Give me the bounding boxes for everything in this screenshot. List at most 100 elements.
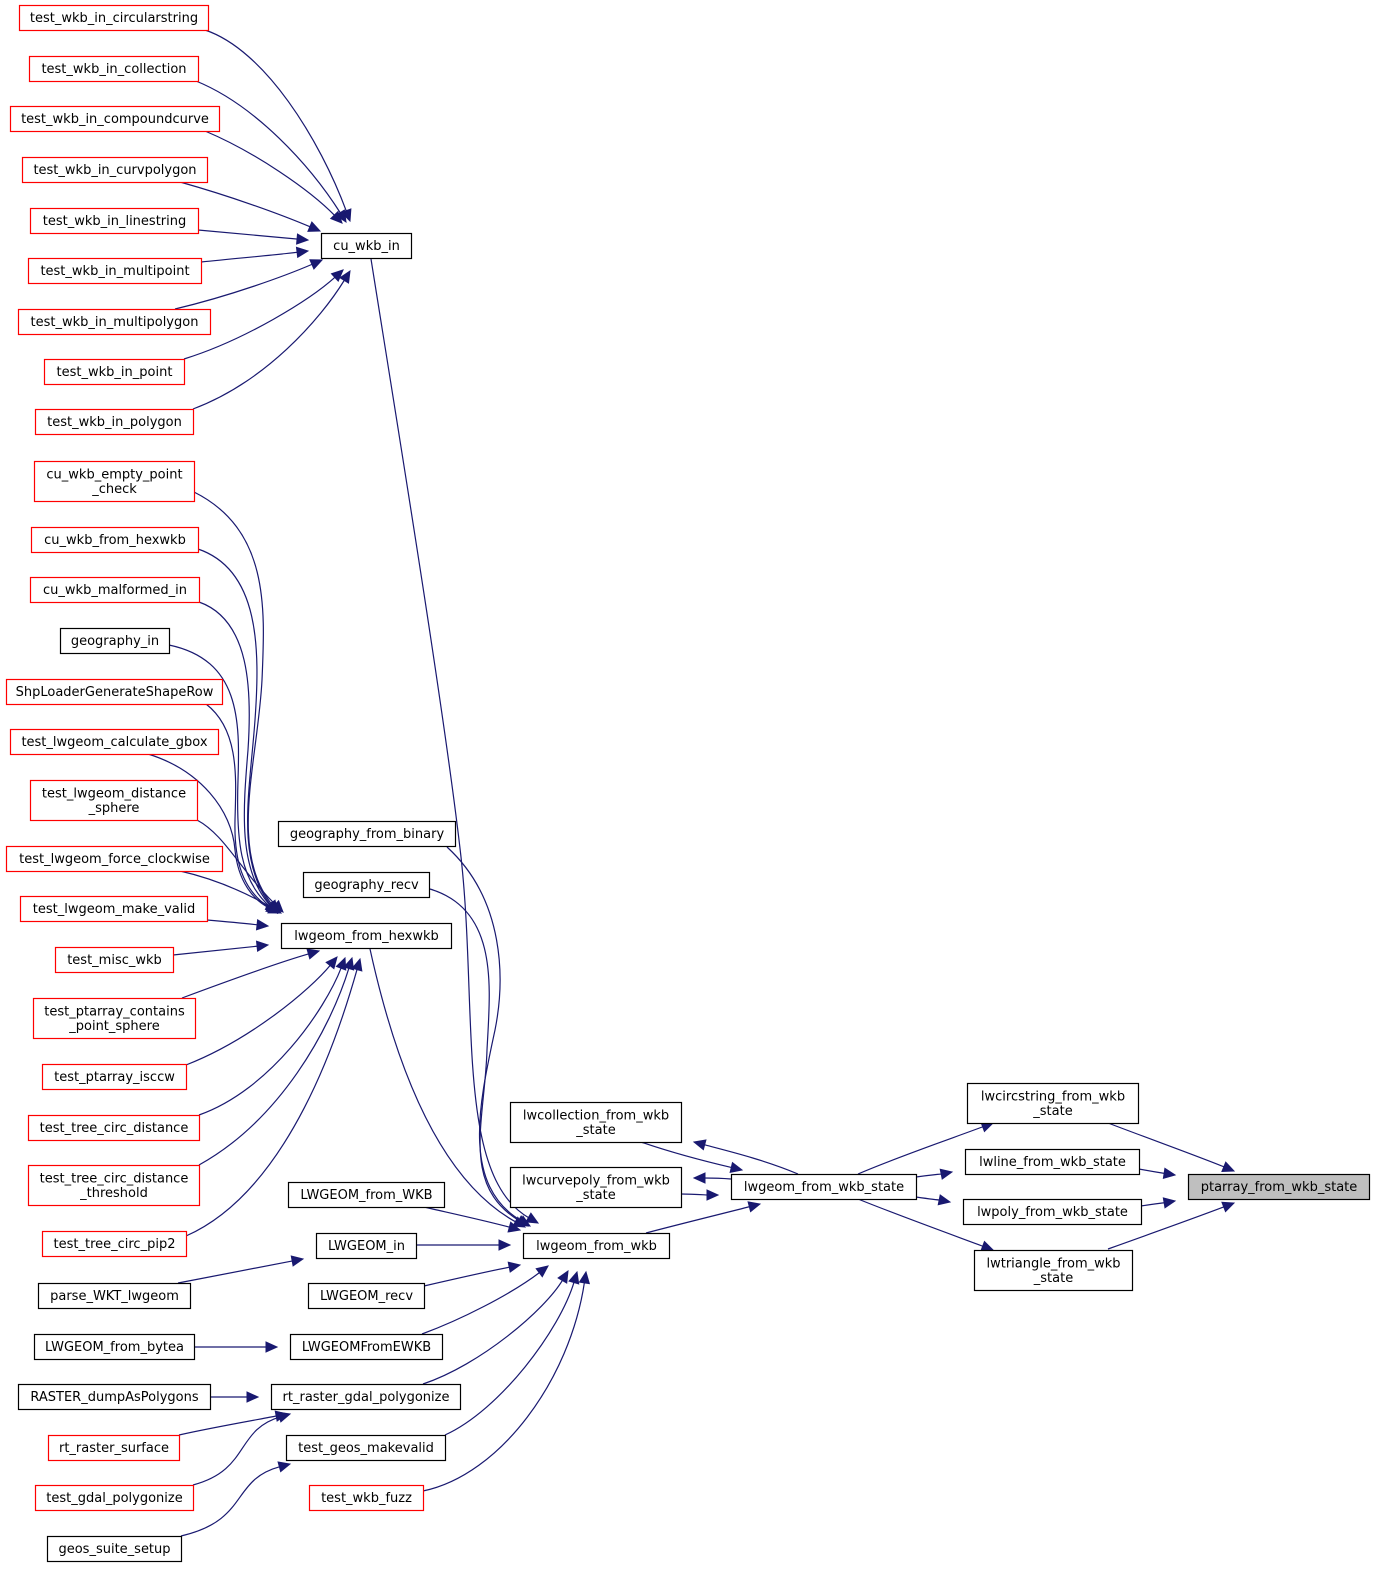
node-box[interactable]: [30, 526, 200, 554]
node-box[interactable]: [32, 997, 197, 1040]
node-lwcircstring_from_wkb_state[interactable]: lwcircstring_from_wkb_state: [966, 1082, 1140, 1125]
node-box[interactable]: [29, 576, 201, 604]
node-geography_from_binary[interactable]: geography_from_binary: [277, 820, 457, 848]
node-test_wkb_in_compoundcurve[interactable]: test_wkb_in_compoundcurve: [9, 105, 221, 133]
node-box[interactable]: [315, 1232, 418, 1260]
node-test_lwgeom_force_clockwise[interactable]: test_lwgeom_force_clockwise: [5, 845, 224, 873]
node-rt_raster_gdal_polygonize[interactable]: rt_raster_gdal_polygonize: [270, 1383, 462, 1411]
node-box[interactable]: [41, 1230, 188, 1258]
node-LWGEOMFromEWKB[interactable]: LWGEOMFromEWKB: [289, 1333, 444, 1361]
node-box[interactable]: [522, 1232, 671, 1260]
node-box[interactable]: [287, 1181, 446, 1209]
node-box[interactable]: [966, 1082, 1140, 1125]
node-test_wkb_in_linestring[interactable]: test_wkb_in_linestring: [29, 207, 200, 235]
node-LWGEOM_from_bytea[interactable]: LWGEOM_from_bytea: [33, 1333, 196, 1361]
node-test_geos_makevalid[interactable]: test_geos_makevalid: [285, 1434, 447, 1462]
node-box[interactable]: [320, 232, 413, 260]
node-lwgeom_from_wkb_state[interactable]: lwgeom_from_wkb_state: [730, 1173, 918, 1201]
node-box[interactable]: [9, 105, 221, 133]
node-box[interactable]: [27, 1164, 201, 1207]
node-box[interactable]: [280, 922, 453, 950]
node-parse_WKT_lwgeom[interactable]: parse_WKT_lwgeom: [37, 1282, 192, 1310]
node-box[interactable]: [9, 728, 220, 756]
node-cu_wkb_empty_point_check[interactable]: cu_wkb_empty_point_check: [33, 460, 196, 503]
node-test_wkb_in_point[interactable]: test_wkb_in_point: [43, 358, 186, 386]
node-cu_wkb_in[interactable]: cu_wkb_in: [320, 232, 413, 260]
node-box[interactable]: [302, 871, 431, 899]
node-test_gdal_polygonize[interactable]: test_gdal_polygonize: [34, 1484, 195, 1512]
node-box[interactable]: [289, 1333, 444, 1361]
node-ptarray_from_wkb_state[interactable]: ptarray_from_wkb_state: [1187, 1173, 1371, 1201]
node-test_wkb_fuzz[interactable]: test_wkb_fuzz: [308, 1484, 425, 1512]
node-box[interactable]: [28, 55, 200, 83]
node-box[interactable]: [21, 156, 209, 184]
node-box[interactable]: [33, 1333, 196, 1361]
node-box[interactable]: [17, 308, 212, 336]
node-box[interactable]: [34, 408, 195, 436]
node-box[interactable]: [307, 1282, 426, 1310]
node-box[interactable]: [17, 1383, 212, 1411]
node-geography_in[interactable]: geography_in: [59, 627, 171, 655]
node-LWGEOM_in[interactable]: LWGEOM_in: [315, 1232, 418, 1260]
node-box[interactable]: [47, 1434, 181, 1462]
node-test_wkb_in_curvpolygon[interactable]: test_wkb_in_curvpolygon: [21, 156, 209, 184]
node-cu_wkb_from_hexwkb[interactable]: cu_wkb_from_hexwkb: [30, 526, 200, 554]
node-box[interactable]: [33, 460, 196, 503]
node-test_lwgeom_distance_sphere[interactable]: test_lwgeom_distance_sphere: [29, 779, 199, 822]
node-box[interactable]: [34, 1484, 195, 1512]
node-box[interactable]: [277, 820, 457, 848]
node-test_wkb_in_polygon[interactable]: test_wkb_in_polygon: [34, 408, 195, 436]
node-RASTER_dumpAsPolygons[interactable]: RASTER_dumpAsPolygons: [17, 1383, 212, 1411]
node-test_tree_circ_distance_threshold[interactable]: test_tree_circ_distance_threshold: [27, 1164, 201, 1207]
node-box[interactable]: [29, 207, 200, 235]
node-test_ptarray_isccw[interactable]: test_ptarray_isccw: [41, 1063, 188, 1091]
node-box[interactable]: [5, 845, 224, 873]
node-box[interactable]: [270, 1383, 462, 1411]
node-LWGEOM_recv[interactable]: LWGEOM_recv: [307, 1282, 426, 1310]
node-box[interactable]: [27, 1114, 201, 1142]
node-box[interactable]: [964, 1148, 1141, 1176]
node-box[interactable]: [5, 678, 224, 706]
node-test_tree_circ_distance[interactable]: test_tree_circ_distance: [27, 1114, 201, 1142]
node-box[interactable]: [973, 1249, 1134, 1292]
node-box[interactable]: [730, 1173, 918, 1201]
node-test_wkb_in_collection[interactable]: test_wkb_in_collection: [28, 55, 200, 83]
node-geos_suite_setup[interactable]: geos_suite_setup: [46, 1535, 183, 1563]
node-test_wkb_in_multipoint[interactable]: test_wkb_in_multipoint: [27, 257, 203, 285]
node-lwgeom_from_wkb[interactable]: lwgeom_from_wkb: [522, 1232, 671, 1260]
node-box[interactable]: [29, 779, 199, 822]
node-box[interactable]: [18, 4, 210, 32]
node-lwgeom_from_hexwkb[interactable]: lwgeom_from_hexwkb: [280, 922, 453, 950]
node-box[interactable]: [509, 1166, 683, 1209]
node-box[interactable]: [41, 1063, 188, 1091]
node-lwcurvepoly_from_wkb_state[interactable]: lwcurvepoly_from_wkb_state: [509, 1166, 683, 1209]
node-cu_wkb_malformed_in[interactable]: cu_wkb_malformed_in: [29, 576, 201, 604]
node-box[interactable]: [27, 257, 203, 285]
node-box[interactable]: [1187, 1173, 1371, 1201]
node-box[interactable]: [285, 1434, 447, 1462]
node-lwpoly_from_wkb_state[interactable]: lwpoly_from_wkb_state: [962, 1198, 1143, 1226]
node-box[interactable]: [509, 1101, 683, 1144]
node-ShpLoaderGenerateShapeRow[interactable]: ShpLoaderGenerateShapeRow: [5, 678, 224, 706]
node-test_ptarray_contains_point_sphere[interactable]: test_ptarray_contains_point_sphere: [32, 997, 197, 1040]
node-box[interactable]: [43, 358, 186, 386]
node-box[interactable]: [962, 1198, 1143, 1226]
node-test_misc_wkb[interactable]: test_misc_wkb: [54, 946, 175, 974]
node-test_lwgeom_calculate_gbox[interactable]: test_lwgeom_calculate_gbox: [9, 728, 220, 756]
node-box[interactable]: [308, 1484, 425, 1512]
node-rt_raster_surface[interactable]: rt_raster_surface: [47, 1434, 181, 1462]
node-box[interactable]: [59, 627, 171, 655]
node-lwline_from_wkb_state[interactable]: lwline_from_wkb_state: [964, 1148, 1141, 1176]
node-lwcollection_from_wkb_state[interactable]: lwcollection_from_wkb_state: [509, 1101, 683, 1144]
node-box[interactable]: [19, 895, 209, 923]
node-box[interactable]: [54, 946, 175, 974]
node-test_wkb_in_circularstring[interactable]: test_wkb_in_circularstring: [18, 4, 210, 32]
node-test_lwgeom_make_valid[interactable]: test_lwgeom_make_valid: [19, 895, 209, 923]
node-LWGEOM_from_WKB[interactable]: LWGEOM_from_WKB: [287, 1181, 446, 1209]
node-test_tree_circ_pip2[interactable]: test_tree_circ_pip2: [41, 1230, 188, 1258]
node-lwtriangle_from_wkb_state[interactable]: lwtriangle_from_wkb_state: [973, 1249, 1134, 1292]
node-test_wkb_in_multipolygon[interactable]: test_wkb_in_multipolygon: [17, 308, 212, 336]
node-box[interactable]: [37, 1282, 192, 1310]
node-box[interactable]: [46, 1535, 183, 1563]
node-geography_recv[interactable]: geography_recv: [302, 871, 431, 899]
